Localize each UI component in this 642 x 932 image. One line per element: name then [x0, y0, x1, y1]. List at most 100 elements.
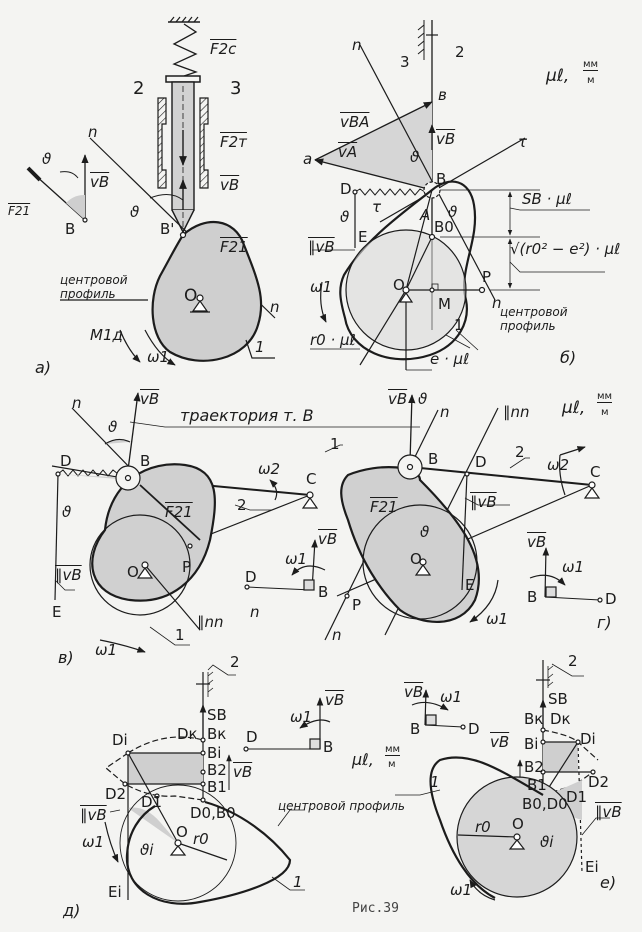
- label-vba: vBA: [340, 113, 370, 131]
- label-point-bk: Bк: [207, 725, 227, 743]
- inset-vb: vB: [325, 691, 345, 709]
- label-point-c: C: [590, 463, 601, 481]
- inset-vb: vB: [90, 173, 110, 191]
- label-point-m: M: [438, 295, 451, 313]
- label-sb: SB: [548, 690, 568, 708]
- label-point-b: B: [140, 452, 151, 470]
- label-sb: SB: [207, 706, 227, 724]
- label-point-e: E: [358, 228, 368, 246]
- label-radius-r0: r0: [475, 818, 491, 836]
- scale-mu: μℓ,: [546, 66, 570, 86]
- label-vb: vB: [490, 733, 510, 751]
- dim-sb: SB · μℓ: [522, 190, 572, 208]
- label-parallel-vb: ∥vB: [80, 806, 107, 824]
- label-center-profile: центровой профиль: [500, 305, 568, 333]
- label-angle-left: ϑ: [340, 208, 350, 226]
- scale-units-den: м: [388, 759, 396, 770]
- label-radius-r0: r0: [193, 830, 209, 848]
- label-center-o: O: [410, 550, 422, 568]
- label-point-dk: Dк: [177, 725, 198, 743]
- inset-point-b: B: [323, 738, 334, 756]
- label-n-top: n: [440, 403, 450, 421]
- label-omega1: ω1: [147, 348, 170, 366]
- panel-b: [310, 20, 605, 371]
- inset-point-d: D: [246, 728, 258, 746]
- label-parallel-vb: ∥vB: [308, 238, 335, 256]
- label-point-e: E: [52, 603, 62, 621]
- label-point-ei: Ei: [585, 858, 599, 876]
- inset-point-d: D: [245, 568, 257, 586]
- panel-v-tag: в): [58, 648, 74, 667]
- inset-vb: vB: [318, 530, 338, 548]
- label-point-b-small: в: [438, 86, 447, 104]
- inset-omega1: ω1: [290, 708, 313, 726]
- inset-omega1: ω1: [562, 558, 585, 576]
- label-point-b0-d0: B0,D0: [522, 795, 568, 813]
- label-f2c: F2c: [210, 40, 237, 58]
- label-vb: vB: [388, 390, 408, 408]
- inset-omega1: ω1: [285, 550, 308, 568]
- inset-point-b: B: [527, 588, 538, 606]
- label-f21: F21: [370, 498, 398, 516]
- panel-a: [26, 16, 276, 366]
- label-point-bi: Bi: [524, 735, 539, 753]
- label-link-1: 1: [454, 316, 464, 334]
- label-point-d2: D2: [105, 785, 127, 803]
- label-omega1: ω1: [450, 881, 473, 899]
- panel-g: [324, 394, 603, 641]
- label-angle: ϑ: [130, 203, 140, 221]
- label-angle: ϑi: [140, 841, 154, 859]
- scale-units-num: мм: [583, 59, 599, 71]
- label-omega1: ω1: [486, 610, 509, 628]
- label-parallel-vb: ∥vB: [595, 803, 622, 821]
- panel-d: [104, 664, 331, 905]
- label-point-c: C: [306, 470, 317, 488]
- label-tau-right: τ: [518, 133, 528, 151]
- scale-mu: μℓ,: [562, 398, 586, 418]
- label-vb: vB: [220, 176, 240, 194]
- label-point-b1: B1: [207, 778, 227, 796]
- label-angle-top: ϑ: [410, 148, 420, 166]
- figure-caption: Рис.39: [352, 901, 399, 916]
- label-f2t: F2т: [220, 133, 247, 151]
- inset-vb: vB: [404, 683, 424, 701]
- label-link-1: 1: [255, 338, 265, 356]
- label-center-o: O: [127, 563, 139, 581]
- dim-root: √(r0² − e²) · μℓ: [510, 240, 621, 258]
- scale-units-num: мм: [385, 744, 401, 756]
- label-point-d: D: [60, 452, 72, 470]
- inset-f21: F21: [8, 204, 31, 218]
- label-point-bi: Bi: [207, 744, 222, 762]
- inset-point-b: B: [65, 220, 76, 238]
- scale-units-den: м: [587, 75, 595, 86]
- label-point-b2: B2: [524, 758, 544, 776]
- label-link-2: 2: [237, 496, 247, 514]
- scale-units-den: м: [601, 407, 609, 418]
- label-angle-top: ϑ: [418, 390, 428, 408]
- label-point-p: P: [482, 268, 492, 286]
- label-vb: vB: [140, 390, 160, 408]
- label-tau-left: τ: [372, 198, 382, 216]
- label-point-bk: Bк: [524, 710, 544, 728]
- label-torque-m1d: M1д: [90, 326, 123, 344]
- scale-units-num: мм: [597, 391, 613, 403]
- label-point-p: P: [182, 558, 192, 576]
- label-center-o: O: [176, 823, 188, 841]
- label-point-a: A: [420, 206, 431, 224]
- label-n-top: n: [72, 394, 82, 412]
- inset-point-b: B: [318, 583, 329, 601]
- label-angle: ϑi: [540, 833, 554, 851]
- label-point-b-prime: B': [160, 220, 175, 238]
- label-omega2: ω2: [547, 456, 570, 474]
- label-point-di: Di: [580, 730, 596, 748]
- label-point-e: E: [465, 576, 475, 594]
- label-link-1: 1: [175, 626, 185, 644]
- label-link-2: 2: [455, 43, 465, 61]
- label-va: vA: [338, 143, 358, 161]
- label-f21: F21: [220, 238, 248, 256]
- label-n-top: n: [352, 36, 362, 54]
- scale-mu: μℓ,: [352, 750, 374, 769]
- inset-point-b: B: [410, 720, 421, 738]
